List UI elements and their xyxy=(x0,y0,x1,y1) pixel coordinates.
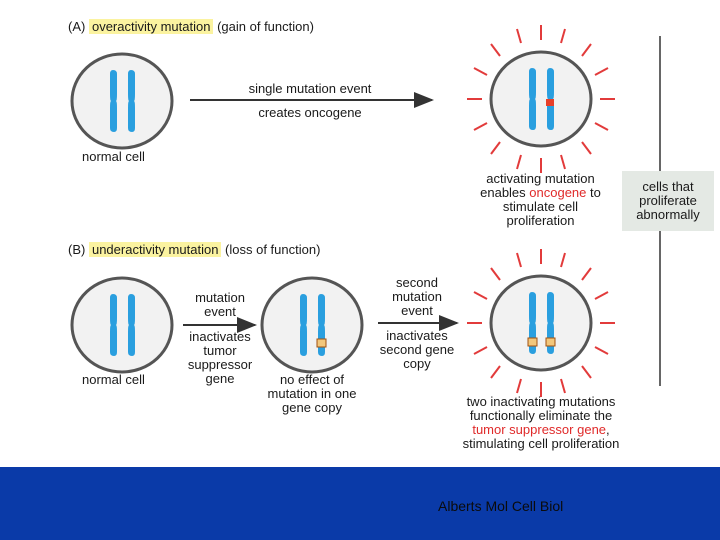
arrow2-above-line1: second xyxy=(396,275,438,290)
panel-b-subtitle: (loss of function) xyxy=(225,242,321,257)
panel-b-result-line1: two inactivating mutations xyxy=(466,394,616,409)
panel-b-middle-label: no effect of mutation in one gene copy xyxy=(252,373,372,415)
cell-one-copy-mutated xyxy=(260,276,364,374)
footer-bar xyxy=(0,467,720,540)
panel-a-result-line3: stimulate cell xyxy=(502,199,579,214)
side-label-line2: proliferate xyxy=(639,193,697,208)
middle-label-line2: mutation in one xyxy=(267,386,357,401)
panel-a-arrow-label-bottom: creates oncogene xyxy=(258,105,362,120)
panel-b-arrow1-label-top: mutation event xyxy=(180,291,260,319)
arrow2-above-line2: mutation xyxy=(392,289,442,304)
panel-b-arrow1-label-bottom: inactivates tumor suppressor gene xyxy=(175,330,265,386)
panel-a-letter: (A) xyxy=(68,19,86,34)
side-label-line1: cells that xyxy=(642,179,694,194)
arrow2-above-line3: event xyxy=(401,303,433,318)
cell-normal-b xyxy=(70,276,174,374)
panel-b-result-line4: stimulating cell proliferation xyxy=(462,436,620,451)
arrow1-above-line1: mutation xyxy=(195,290,245,305)
tumor-suppressor-term: tumor suppressor gene xyxy=(472,422,607,437)
panel-b-arrow2-label-top: second mutation event xyxy=(372,276,462,318)
panel-a-result-text: activating mutation enables oncogene to … xyxy=(458,172,623,228)
panel-a-result-line2-pre: enables xyxy=(480,185,530,200)
panel-b-result-line3-post: , xyxy=(606,422,610,437)
inactivating-mutation-marker xyxy=(545,337,556,347)
inactivating-mutation-marker xyxy=(527,337,538,347)
proliferation-rays xyxy=(467,25,615,173)
panel-b-result-line3: tumor suppressor gene, xyxy=(436,423,646,437)
panel-a-result-line2-post: to xyxy=(586,185,601,200)
arrow1-below-line4: gene xyxy=(205,371,235,386)
activating-mutation-marker xyxy=(546,99,554,106)
middle-label-line1: no effect of xyxy=(279,372,345,387)
inactivating-mutation-marker xyxy=(316,338,327,348)
cell-normal-a xyxy=(70,52,174,150)
arrow2-below-line3: copy xyxy=(403,356,431,371)
panel-a-title: overactivity mutation xyxy=(88,19,214,34)
cell-proliferating-a xyxy=(467,25,615,173)
panel-a-result-line2: enables oncogene to xyxy=(458,186,623,200)
side-label: cells that proliferate abnormally xyxy=(622,180,714,222)
arrow1-below-line3: suppressor xyxy=(187,357,253,372)
panel-a-arrow-label-top: single mutation event xyxy=(248,81,372,96)
arrow1-above-line2: event xyxy=(204,304,236,319)
side-label-box xyxy=(622,171,714,231)
panel-b-title: underactivity mutation xyxy=(88,242,222,257)
panel-b-result-text: two inactivating mutations functionally … xyxy=(436,395,646,451)
panel-a-normal-cell-label: normal cell xyxy=(82,149,145,164)
panel-b-heading: (B) underactivity mutation (loss of func… xyxy=(68,242,321,257)
chromosome-pair-icon xyxy=(110,70,135,132)
side-label-line3: abnormally xyxy=(636,207,700,222)
panel-a-subtitle: (gain of function) xyxy=(217,19,314,34)
chromosome-pair-icon xyxy=(110,294,135,356)
panel-a-result-line1: activating mutation xyxy=(486,171,595,186)
cell-proliferating-b xyxy=(467,249,615,397)
panel-a-heading: (A) overactivity mutation (gain of funct… xyxy=(68,19,314,34)
panel-b-normal-cell-label: normal cell xyxy=(82,372,145,387)
proliferation-rays xyxy=(467,249,615,397)
middle-label-line3: gene copy xyxy=(282,400,342,415)
oncogene-term: oncogene xyxy=(529,185,587,200)
panel-a-result-line4: proliferation xyxy=(506,213,575,228)
arrow2-below-line1: inactivates xyxy=(386,328,448,343)
source-caption: Alberts Mol Cell Biol xyxy=(438,498,564,514)
arrow2-below-line2: second gene xyxy=(379,342,455,357)
arrow1-below-line1: inactivates xyxy=(189,329,251,344)
panel-b-arrow2-label-bottom: inactivates second gene copy xyxy=(366,329,468,371)
panel-b-result-line2: functionally eliminate the xyxy=(469,408,613,423)
panel-b-letter: (B) xyxy=(68,242,86,257)
arrow1-below-line2: tumor xyxy=(203,343,237,358)
